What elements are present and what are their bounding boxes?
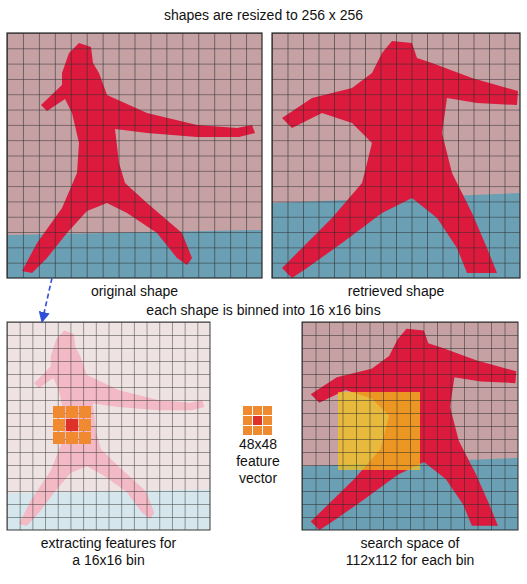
retrieved-shape-panel — [272, 33, 520, 278]
panel-caption: search space of 112x112 for each bin — [335, 535, 485, 569]
panel-caption: original shape — [35, 283, 235, 300]
feature-vector-icon — [243, 406, 272, 435]
dashed-arrow — [42, 278, 52, 322]
panel-caption: retrieved shape — [296, 283, 496, 300]
feature-vector-node: 48x48 feature vector — [226, 402, 290, 489]
figure-title: shapes are resized to 256 x 256 — [0, 7, 527, 24]
shape-panel: retrieved shape — [272, 33, 520, 278]
search-space-panel — [302, 322, 518, 530]
search-panel: search space of 112x112 for each bin — [302, 322, 518, 530]
feature-extraction-panel — [7, 322, 210, 530]
feature-panel: extracting features for a 16x16 bin — [7, 322, 210, 530]
note-label: each shape is binned into 16 x16 bins — [0, 302, 527, 319]
original-shape-panel — [7, 33, 262, 278]
panel-caption: extracting features for a 16x16 bin — [39, 535, 179, 569]
node-label: 48x48 feature vector — [226, 402, 290, 487]
shape-panel: original shape — [7, 33, 262, 278]
feature-window — [53, 406, 91, 444]
